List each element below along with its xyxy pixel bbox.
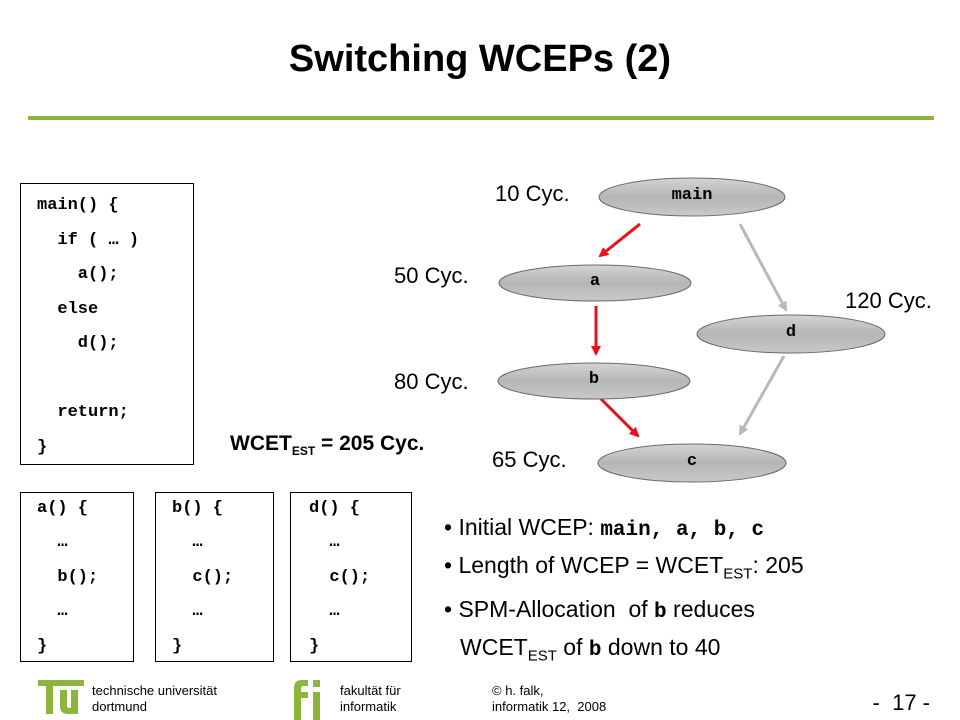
node-d-label: d <box>785 323 797 342</box>
node-d <box>696 314 886 354</box>
faculty-line-1: fakultät für <box>340 683 401 698</box>
author-line-1: © h. falk, <box>492 683 544 698</box>
code-box-b: b() { … c(); … } <box>155 492 274 662</box>
title-divider <box>28 116 934 120</box>
edge-main-d <box>738 223 788 312</box>
bullet-item-continued: WCETEST of b down to 40 <box>444 630 804 674</box>
code-line: c(); <box>172 568 234 587</box>
code-line: … <box>309 602 340 621</box>
slide-title: Switching WCEPs (2) <box>288 38 672 80</box>
bullet-item: • Initial WCEP: main, a, b, c <box>444 514 765 542</box>
code-line: a() { <box>37 499 89 518</box>
bullet-text: down to 40 <box>601 633 721 660</box>
node-a <box>498 264 692 302</box>
footer-author: © h. falk, informatik 12, 2008 <box>492 683 606 715</box>
code-line: a(); <box>37 265 119 284</box>
bullet-code: b <box>654 600 667 624</box>
bullet-subscript: EST <box>723 565 753 583</box>
bullet-subscript: EST <box>527 647 557 665</box>
bullet-text: WCET <box>460 633 528 660</box>
edge-d-c <box>738 355 786 436</box>
bullet-item: • SPM-Allocation of b reduces <box>444 595 755 624</box>
code-line: … <box>309 533 340 552</box>
wcet-estimate: WCETEST = 205 Cyc. <box>230 432 424 458</box>
edge-main-a <box>598 222 641 258</box>
bullet-text: SPM-Allocation of <box>458 595 655 622</box>
university-line-2: dortmund <box>92 699 147 714</box>
node-c-label: c <box>686 452 698 471</box>
code-line: c(); <box>309 568 371 587</box>
code-line: } <box>309 637 320 656</box>
footer-university: technische universität dortmund <box>92 683 217 715</box>
code-box-main: main() { if ( … ) a(); else d(); return;… <box>20 183 194 465</box>
author-line-2: informatik 12, 2008 <box>492 699 607 714</box>
code-box-d: d() { … c(); … } <box>290 492 412 662</box>
bullet-list: • Initial WCEP: main, a, b, c • Length o… <box>444 510 804 673</box>
code-line: b(); <box>37 568 99 587</box>
tu-logo <box>38 680 84 714</box>
code-line: … <box>172 602 203 621</box>
cycles-a: 50 Cyc. <box>394 263 469 288</box>
node-main-label: main <box>671 186 713 205</box>
cycles-b: 80 Cyc. <box>394 369 469 394</box>
cycles-c: 65 Cyc. <box>492 447 567 472</box>
node-b <box>497 362 691 400</box>
bullet-text: : 205 <box>752 552 804 578</box>
bullet-text: Initial WCEP: <box>458 514 601 540</box>
page-number: - 17 - <box>872 690 930 715</box>
wcet-value: = 205 Cyc. <box>315 432 425 455</box>
code-line: } <box>172 637 183 656</box>
wcet-subscript: EST <box>291 444 316 459</box>
code-line: main() { <box>37 196 119 215</box>
code-line: } <box>37 438 48 457</box>
code-line: } <box>37 637 48 656</box>
code-line: … <box>37 602 68 621</box>
code-line: d() { <box>309 499 361 518</box>
code-line: if ( … ) <box>37 231 140 250</box>
node-a-label: a <box>589 272 601 291</box>
university-line-1: technische universität <box>92 683 218 698</box>
code-line: … <box>172 533 203 552</box>
bullet-text: reduces <box>666 595 755 622</box>
wcet-prefix: WCET <box>230 432 292 455</box>
fi-logo <box>294 680 320 720</box>
code-line: d(); <box>37 334 119 353</box>
bullet-code: main, a, b, c <box>600 519 765 542</box>
faculty-line-2: informatik <box>340 699 397 714</box>
code-line: return; <box>37 403 129 422</box>
node-main <box>598 177 786 217</box>
node-c <box>597 443 787 483</box>
code-line: b() { <box>172 499 224 518</box>
edge-b-c <box>598 396 640 438</box>
node-b-label: b <box>588 370 600 389</box>
footer-faculty: fakultät für informatik <box>340 683 401 715</box>
bullet-code: b <box>588 638 602 662</box>
code-line: … <box>37 533 68 552</box>
cycles-d: 120 Cyc. <box>845 288 932 313</box>
code-line: else <box>37 300 99 319</box>
bullet-item: • Length of WCEP = WCETEST: 205 <box>444 552 804 583</box>
code-box-a: a() { … b(); … } <box>20 492 134 662</box>
cycles-main: 10 Cyc. <box>495 181 570 206</box>
bullet-text: of <box>556 633 589 660</box>
bullet-text: Length of WCEP = WCET <box>458 552 724 578</box>
